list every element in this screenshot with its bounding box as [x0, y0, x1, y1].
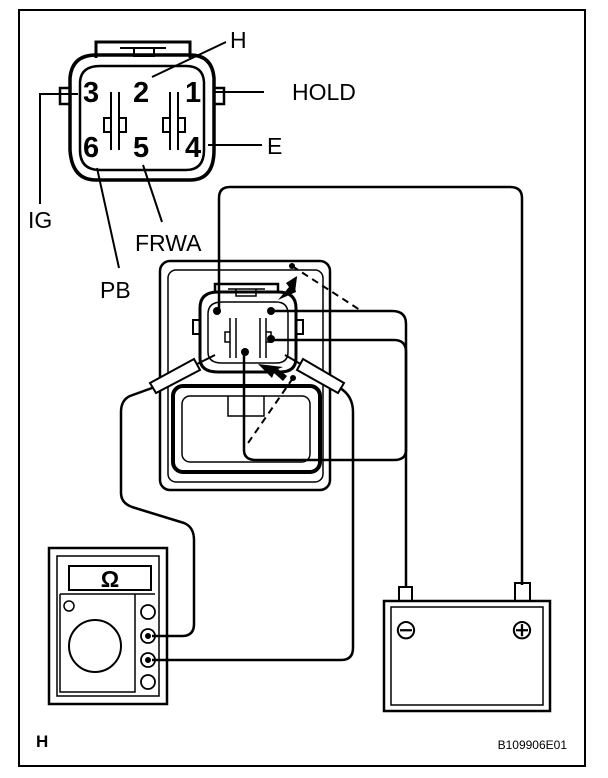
label-pb: PB — [100, 277, 131, 303]
battery — [382, 582, 552, 713]
terminal-labels: H HOLD E IG FRWA PB — [28, 27, 356, 303]
battery-negative-symbol: ⊖ — [394, 614, 417, 645]
label-hold: HOLD — [292, 79, 356, 105]
ohmmeter — [47, 546, 169, 706]
battery-terminals: ⊖ ⊕ — [394, 614, 533, 645]
pin-6: 6 — [83, 132, 99, 164]
right-probe — [284, 354, 346, 395]
wiring — [119, 185, 524, 662]
wire-meter-lead-1 — [119, 386, 196, 638]
insertion-arrows — [258, 276, 297, 381]
label-ig: IG — [28, 207, 52, 233]
pin-5: 5 — [133, 132, 149, 164]
pin-4: 4 — [185, 132, 201, 164]
left-probe — [148, 354, 216, 395]
diagram-frame — [18, 9, 586, 767]
label-h: H — [230, 27, 247, 53]
connector-pin-numbers: 3 2 1 6 5 4 — [83, 77, 201, 164]
arrow-lower — [258, 364, 287, 381]
battery-positive-symbol: ⊕ — [510, 614, 533, 645]
wire-harness-upper — [242, 309, 408, 462]
pin-1: 1 — [185, 77, 201, 109]
label-e: E — [267, 133, 282, 159]
label-frwa: FRWA — [135, 230, 202, 256]
test-probes — [148, 354, 346, 395]
wire-meter-lead-2 — [152, 386, 355, 662]
wire-battery-positive — [217, 185, 524, 585]
figure-code: B109906E01 — [498, 738, 568, 752]
pin-2: 2 — [133, 77, 149, 109]
ohm-symbol: Ω — [101, 566, 119, 592]
pin-3: 3 — [83, 77, 99, 109]
leader-lines — [39, 41, 264, 269]
callout-lines — [245, 265, 361, 447]
meter-jacks — [145, 633, 151, 663]
connector-front-view — [58, 40, 226, 182]
footer-section-mark: H — [36, 732, 48, 751]
callout-markers — [289, 263, 296, 381]
